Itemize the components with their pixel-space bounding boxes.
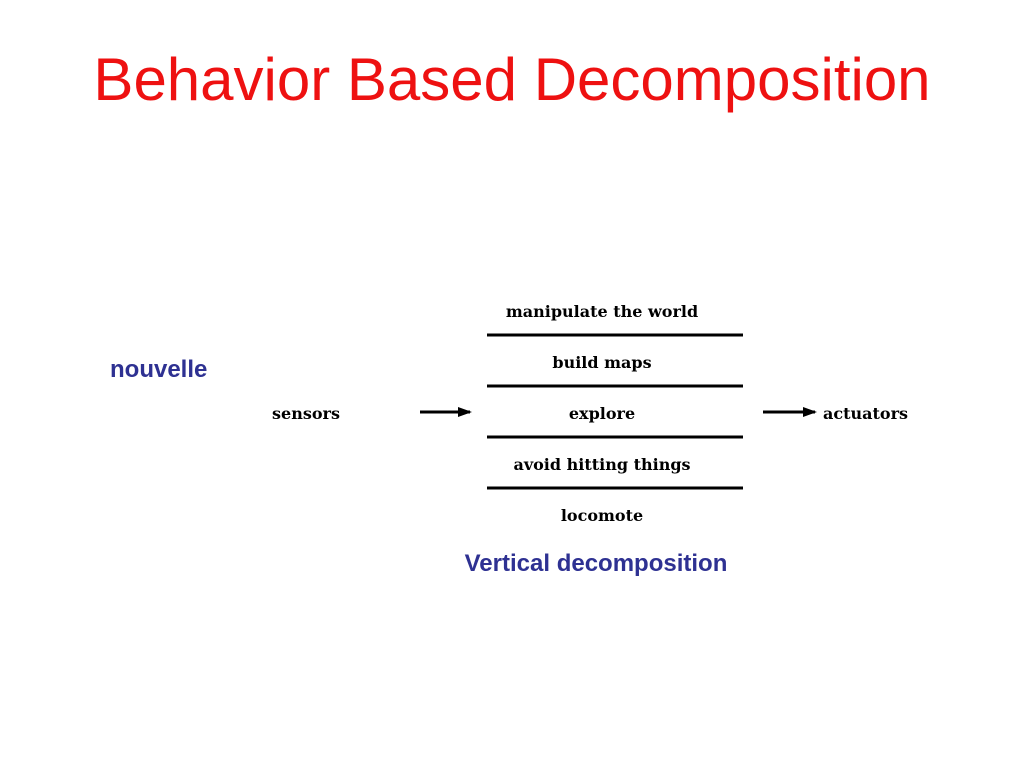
layer-label-manipulate-the-world: manipulate the world xyxy=(506,302,698,321)
actuators-label: actuators xyxy=(823,404,908,423)
layer-label-locomote: locomote xyxy=(561,506,643,525)
layer-label-avoid-hitting-things: avoid hitting things xyxy=(513,455,690,474)
diagram-caption: Vertical decomposition xyxy=(464,550,728,577)
slide-title: Behavior Based Decomposition xyxy=(93,46,931,113)
layer-label-build-maps: build maps xyxy=(552,353,651,372)
sensors-label: sensors xyxy=(272,404,340,423)
nouvelle-label: nouvelle xyxy=(110,356,208,383)
layer-label-explore: explore xyxy=(569,404,635,423)
